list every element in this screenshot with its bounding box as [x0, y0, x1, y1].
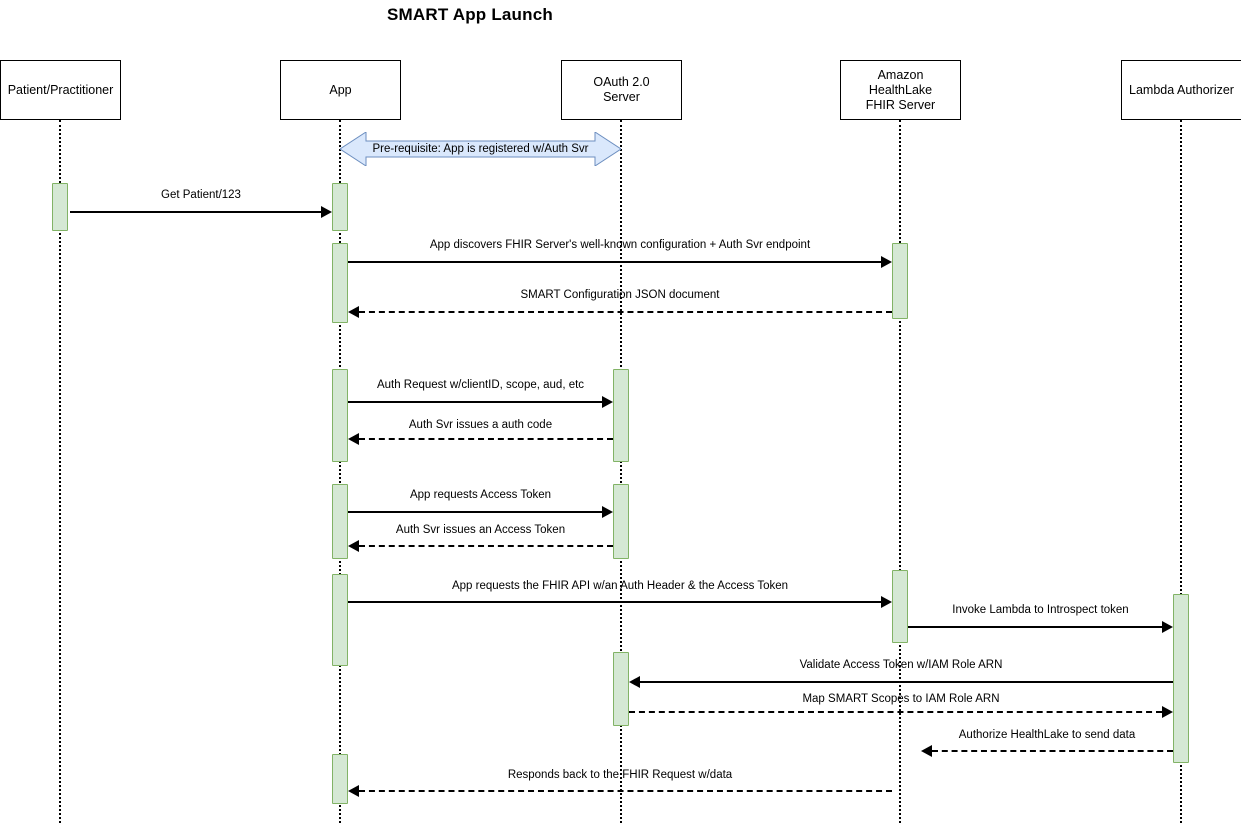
arrowhead-right-icon	[602, 396, 613, 408]
message-line-m4	[348, 401, 602, 403]
arrowhead-left-icon	[629, 676, 640, 688]
message-label-m7: Auth Svr issues an Access Token	[395, 524, 566, 536]
activation-bar-app	[332, 754, 348, 804]
activation-bar-healthlake	[892, 570, 908, 643]
activation-bar-patient	[52, 183, 68, 231]
arrowhead-left-icon	[921, 745, 932, 757]
message-line-m13	[359, 790, 892, 792]
message-label-m3: SMART Configuration JSON document	[520, 289, 720, 301]
arrowhead-left-icon	[348, 785, 359, 797]
arrowhead-right-icon	[602, 506, 613, 518]
arrowhead-left-icon	[348, 306, 359, 318]
lifeline-lambda	[1180, 120, 1182, 823]
message-label-m13: Responds back to the FHIR Request w/data	[507, 769, 733, 781]
activation-bar-oauth	[613, 652, 629, 726]
message-line-m2	[348, 261, 881, 263]
arrowhead-right-icon	[321, 206, 332, 218]
arrowhead-right-icon	[881, 256, 892, 268]
arrowhead-right-icon	[1162, 706, 1173, 718]
activation-bar-app	[332, 574, 348, 666]
lifeline-patient	[59, 120, 61, 823]
arrowhead-right-icon	[1162, 621, 1173, 633]
message-label-m11: Map SMART Scopes to IAM Role ARN	[802, 693, 1000, 705]
message-label-m4: Auth Request w/clientID, scope, aud, etc	[376, 379, 585, 391]
arrowhead-left-icon	[348, 433, 359, 445]
arrowhead-left-icon	[348, 540, 359, 552]
lifeline-healthlake	[899, 120, 901, 823]
lifeline-oauth	[620, 120, 622, 823]
message-line-m12	[932, 750, 1173, 752]
message-label-m8: App requests the FHIR API w/an Auth Head…	[451, 580, 789, 592]
activation-bar-app	[332, 369, 348, 462]
message-label-m9: Invoke Lambda to Introspect token	[952, 604, 1129, 616]
message-line-m6	[348, 511, 602, 513]
prerequisite-label: Pre-requisite: App is registered w/Auth …	[372, 143, 589, 155]
message-label-m1: Get Patient/123	[161, 189, 241, 201]
message-label-m10: Validate Access Token w/IAM Role ARN	[799, 659, 1003, 671]
message-label-m2: App discovers FHIR Server's well-known c…	[429, 239, 811, 251]
message-line-m1	[70, 211, 321, 213]
double-headed-arrow-icon	[340, 132, 621, 166]
message-label-m12: Authorize HealthLake to send data	[958, 729, 1136, 741]
lifeline-app	[339, 120, 341, 823]
participant-patient[interactable]: Patient/Practitioner	[0, 60, 121, 120]
participant-app[interactable]: App	[280, 60, 401, 120]
activation-bar-app	[332, 243, 348, 323]
message-line-m7	[359, 545, 613, 547]
message-line-m3	[359, 311, 892, 313]
activation-bar-healthlake	[892, 243, 908, 319]
activation-bar-oauth	[613, 369, 629, 462]
participant-oauth[interactable]: OAuth 2.0 Server	[561, 60, 682, 120]
arrowhead-right-icon	[881, 596, 892, 608]
participant-lambda[interactable]: Lambda Authorizer	[1121, 60, 1241, 120]
message-line-m5	[359, 438, 613, 440]
message-line-m8	[348, 601, 881, 603]
activation-bar-app	[332, 183, 348, 231]
participant-healthlake[interactable]: Amazon HealthLake FHIR Server	[840, 60, 961, 120]
activation-bar-lambda	[1173, 594, 1189, 763]
message-label-m5: Auth Svr issues a auth code	[408, 419, 553, 431]
page-title: SMART App Launch	[387, 5, 553, 24]
prerequisite-block-arrow	[340, 132, 621, 166]
message-line-m11	[629, 711, 1162, 713]
activation-bar-oauth	[613, 484, 629, 559]
message-label-m6: App requests Access Token	[409, 489, 552, 501]
activation-bar-app	[332, 484, 348, 559]
message-line-m9	[908, 626, 1162, 628]
message-line-m10	[640, 681, 1173, 683]
